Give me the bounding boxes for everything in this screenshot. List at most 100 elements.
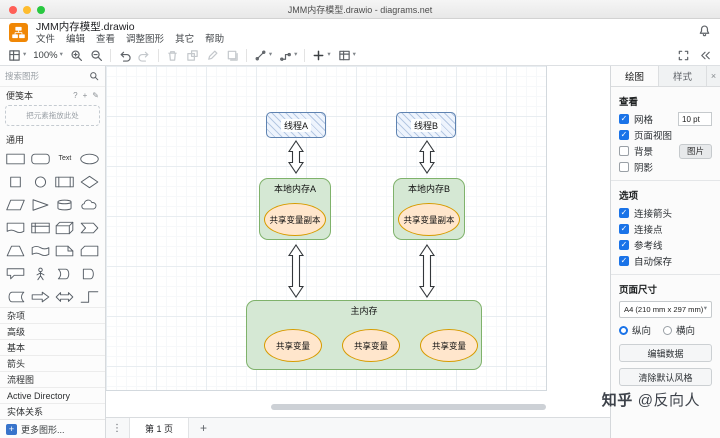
shape-search-input[interactable] xyxy=(5,71,87,81)
more-shapes-button[interactable]: + 更多图形... xyxy=(0,419,105,438)
shape-parallelogram[interactable] xyxy=(3,194,27,215)
shape-cube[interactable] xyxy=(53,217,77,238)
shape-callout[interactable] xyxy=(3,263,27,284)
menu-extras[interactable]: 其它 xyxy=(175,33,195,45)
sidebar-section-entity-relation[interactable]: 实体关系 xyxy=(0,403,105,419)
scratchpad-add-icon[interactable]: + xyxy=(82,91,88,100)
shape-cloud[interactable] xyxy=(78,194,102,215)
node-thread-b[interactable]: 线程B xyxy=(396,112,456,138)
drawing-canvas[interactable]: 线程A 线程B 本地内存A 共享变量副本 本 xyxy=(106,66,610,417)
notifications-bell-icon[interactable] xyxy=(698,24,711,42)
portrait-radio[interactable] xyxy=(619,325,628,335)
shadow-checkbox[interactable]: ✓ xyxy=(619,162,629,172)
grid-checkbox[interactable]: ✓ xyxy=(619,114,629,124)
shape-or[interactable] xyxy=(53,263,77,284)
shape-elbow-connector[interactable] xyxy=(78,286,102,307)
connection-points-checkbox[interactable]: ✓ xyxy=(619,224,629,234)
shape-ellipse[interactable] xyxy=(78,148,102,169)
shadow-button[interactable] xyxy=(226,49,239,62)
shape-arrow[interactable] xyxy=(28,286,52,307)
shape-text[interactable]: Text xyxy=(58,155,72,162)
sidebar-section-active-directory[interactable]: Active Directory xyxy=(0,387,105,403)
menu-view[interactable]: 查看 xyxy=(96,33,116,45)
shape-trapezoid[interactable] xyxy=(3,240,27,261)
general-shapes-title[interactable]: 通用 xyxy=(6,135,25,145)
background-checkbox[interactable]: ✓ xyxy=(619,146,629,156)
shape-internal-storage[interactable] xyxy=(28,217,52,238)
shape-bidirectional-arrow[interactable] xyxy=(53,286,77,307)
tab-diagram[interactable]: 绘图 xyxy=(611,66,659,86)
shape-card[interactable] xyxy=(78,240,102,261)
shape-rounded-rectangle[interactable] xyxy=(28,148,52,169)
node-thread-a[interactable]: 线程A xyxy=(266,112,326,138)
view-outline-dropdown[interactable]: ▾ xyxy=(8,49,26,62)
zoom-out-button[interactable] xyxy=(90,49,103,62)
sidebar-section-advanced[interactable]: 高级 xyxy=(0,323,105,339)
menu-help[interactable]: 帮助 xyxy=(205,33,225,45)
shape-square[interactable] xyxy=(3,171,27,192)
zoom-dropdown[interactable]: 100% ▾ xyxy=(33,50,63,61)
node-main-memory[interactable]: 主内存 共享变量 共享变量 共享变量 xyxy=(246,300,482,370)
sidebar-section-basic[interactable]: 基本 xyxy=(0,339,105,355)
scratchpad-dropzone[interactable]: 把元素拖放此处 xyxy=(5,105,100,126)
shape-diamond[interactable] xyxy=(78,171,102,192)
waypoints-dropdown[interactable]: ▾ xyxy=(279,49,297,62)
grid-size-input[interactable] xyxy=(678,112,712,126)
tab-style[interactable]: 样式 xyxy=(659,66,707,86)
node-local-memory-a[interactable]: 本地内存A 共享变量副本 xyxy=(259,178,331,240)
delete-button[interactable] xyxy=(166,49,179,62)
node-shared-variable-1[interactable]: 共享变量 xyxy=(264,329,322,362)
pages-menu-icon[interactable]: ⋮ xyxy=(112,422,122,434)
table-dropdown[interactable]: ▾ xyxy=(338,49,356,62)
arrow-thread-a-to-local-a[interactable] xyxy=(288,140,304,174)
shape-data-storage[interactable] xyxy=(3,286,27,307)
shape-rectangle[interactable] xyxy=(3,148,27,169)
node-shared-variable-copy-b[interactable]: 共享变量副本 xyxy=(398,203,460,236)
shape-cylinder[interactable] xyxy=(53,194,77,215)
node-local-memory-b[interactable]: 本地内存B 共享变量副本 xyxy=(393,178,465,240)
landscape-radio[interactable] xyxy=(663,325,673,335)
insert-dropdown[interactable]: ▾ xyxy=(312,49,331,62)
connection-arrows-checkbox[interactable]: ✓ xyxy=(619,208,629,218)
collapse-format-panel-icon[interactable] xyxy=(699,49,712,62)
line-color-button[interactable] xyxy=(206,49,219,62)
shape-process[interactable] xyxy=(53,171,77,192)
page-view-checkbox[interactable]: ✓ xyxy=(619,130,629,140)
sidebar-section-arrows[interactable]: 箭头 xyxy=(0,355,105,371)
menu-file[interactable]: 文件 xyxy=(36,33,56,45)
sidebar-section-misc[interactable]: 杂项 xyxy=(0,307,105,323)
shape-triangle[interactable] xyxy=(28,194,52,215)
shape-and[interactable] xyxy=(78,263,102,284)
guides-checkbox[interactable]: ✓ xyxy=(619,240,629,250)
fullscreen-icon[interactable] xyxy=(677,49,690,62)
zoom-in-button[interactable] xyxy=(70,49,83,62)
shape-actor[interactable] xyxy=(28,263,52,284)
menu-edit[interactable]: 编辑 xyxy=(66,33,86,45)
arrow-local-a-to-main-memory[interactable] xyxy=(288,244,304,298)
background-image-button[interactable]: 图片 xyxy=(678,143,712,159)
redo-button[interactable] xyxy=(138,49,151,62)
undo-button[interactable] xyxy=(118,49,131,62)
node-shared-variable-copy-a[interactable]: 共享变量副本 xyxy=(264,203,326,236)
menu-arrange[interactable]: 调整图形 xyxy=(126,33,165,45)
to-front-button[interactable] xyxy=(186,49,199,62)
page-tab-1[interactable]: 第 1 页 xyxy=(129,418,190,438)
shape-step[interactable] xyxy=(78,217,102,238)
node-shared-variable-3[interactable]: 共享变量 xyxy=(420,329,478,362)
scratchpad-edit-icon[interactable]: ✎ xyxy=(92,91,99,100)
shape-circle[interactable] xyxy=(28,171,52,192)
minimize-window-button[interactable] xyxy=(23,5,31,14)
scratchpad-help-icon[interactable]: ? xyxy=(73,91,78,100)
format-panel-close-icon[interactable]: × xyxy=(710,71,717,81)
autosave-checkbox[interactable]: ✓ xyxy=(619,256,629,266)
sidebar-section-flowchart[interactable]: 流程图 xyxy=(0,371,105,387)
paper-size-select[interactable]: A4 (210 mm x 297 mm) ▾ xyxy=(619,301,712,318)
shape-tape[interactable] xyxy=(28,240,52,261)
arrow-thread-b-to-local-b[interactable] xyxy=(419,140,435,174)
connection-dropdown[interactable]: ▾ xyxy=(254,49,272,62)
shape-note[interactable] xyxy=(53,240,77,261)
zoom-window-button[interactable] xyxy=(37,5,45,14)
shape-document[interactable] xyxy=(3,217,27,238)
clear-default-style-button[interactable]: 清除默认风格 xyxy=(619,368,712,386)
close-window-button[interactable] xyxy=(9,5,17,14)
